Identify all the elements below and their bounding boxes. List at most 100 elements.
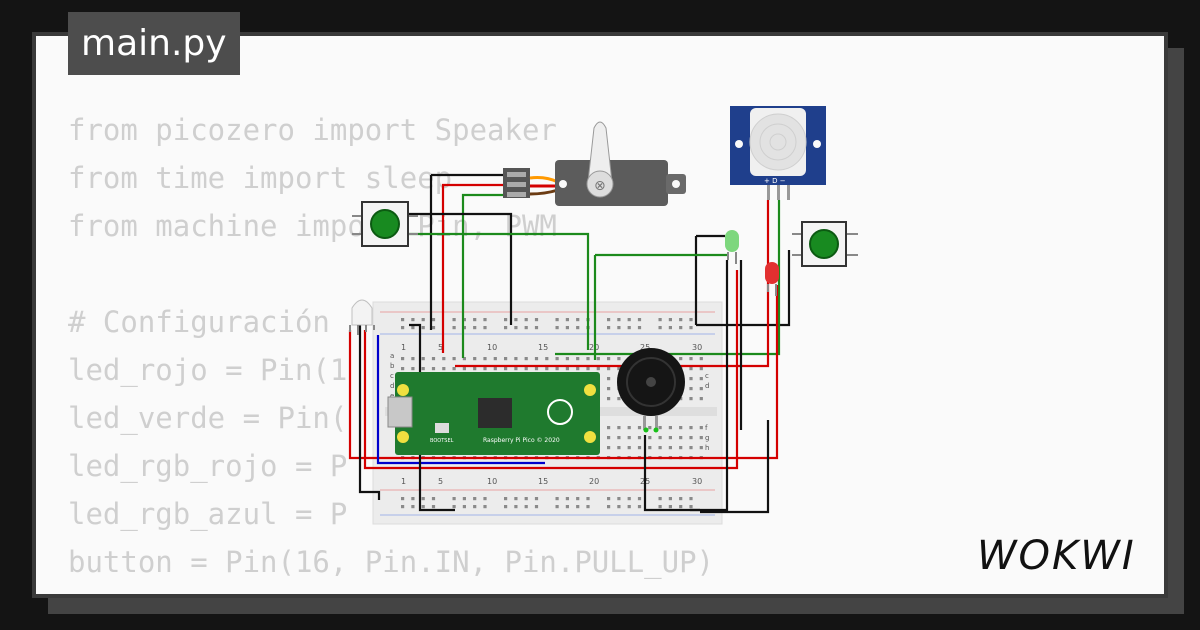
breadboard-number: 10 [487,477,497,486]
breadboard-hole [658,446,662,450]
breadboard-hole [668,446,672,450]
breadboard-hole [617,426,621,430]
breadboard-row-letter: f [705,424,708,432]
wire-blue [376,335,545,465]
breadboard-hole [483,497,487,501]
breadboard-hole [617,397,621,401]
wire-black [690,260,729,512]
breadboard-hole [452,367,456,371]
breadboard-hole [607,497,611,501]
breadboard-hole [658,318,662,322]
breadboard-hole [524,367,528,371]
pushbutton-right[interactable] [792,221,858,267]
breadboard-hole [648,436,652,440]
breadboard-row-letter: h [705,444,709,452]
code-line: from machine import Pin, PWM [68,209,557,243]
breadboard-hole [462,357,466,361]
breadboard-hole [483,318,487,322]
breadboard-hole [596,357,600,361]
breadboard-hole [607,397,611,401]
breadboard-number: 20 [589,477,599,486]
breadboard-hole [431,367,436,371]
wires [348,173,791,514]
breadboard-hole [411,497,415,501]
breadboard-hole [401,497,405,501]
wire-black [358,325,381,500]
breadboard-hole [555,326,559,330]
breadboard-number: 30 [692,343,702,352]
breadboard-number: 15 [538,477,548,486]
breadboard-hole [534,497,539,501]
breadboard-hole [452,326,456,330]
code-line: from time import sleep [68,161,453,195]
breadboard-hole [689,377,693,381]
breadboard-hole [431,318,436,322]
breadboard-hole [689,436,693,440]
breadboard-hole [689,505,693,509]
breadboard-hole [421,318,425,322]
breadboard-hole [637,318,642,322]
breadboard-number: 5 [438,477,443,486]
breadboard-hole [658,426,662,430]
servo-motor: ⊗ [503,121,686,206]
pir-pin-labels: + D − [764,177,786,185]
breadboard-hole [421,326,425,330]
breadboard-hole [473,497,477,501]
breadboard-hole [607,357,611,361]
breadboard-hole [627,497,631,501]
breadboard-hole [452,497,456,501]
breadboard-hole [473,318,477,322]
breadboard-hole [452,505,456,509]
breadboard-hole [431,357,436,361]
breadboard-number: 30 [692,477,702,486]
breadboard-hole [658,497,662,501]
breadboard-hole [504,367,508,371]
breadboard-hole [504,357,508,361]
wire-black [418,450,455,512]
breadboard-hole [514,367,518,371]
breadboard-hole [637,505,642,509]
breadboard-hole [668,505,672,509]
wokwi-logo: WOKWI [977,533,1134,579]
wire-green [555,200,781,356]
breadboard-hole [607,326,611,330]
breadboard-hole [421,357,425,361]
breadboard-hole [493,367,497,371]
breadboard-hole [504,318,508,322]
breadboard-hole [679,426,683,430]
breadboard-hole [565,326,569,330]
breadboard-hole [462,318,466,322]
breadboard-hole [637,326,642,330]
breadboard-hole [607,436,611,440]
code-line: button = Pin(16, Pin.IN, Pin.PULL_UP) [68,545,715,579]
breadboard-hole [648,426,652,430]
breadboard-hole [555,357,559,361]
breadboard-hole [576,357,580,361]
wire-green [461,193,505,358]
breadboard-hole [679,497,683,501]
breadboard-hole [607,367,611,371]
breadboard-hole [586,505,590,509]
breadboard-hole [617,367,621,371]
pushbutton-left[interactable] [352,201,418,247]
code-line: from picozero import Speaker [68,113,557,147]
wire-red [455,200,770,368]
breadboard-hole [565,505,569,509]
breadboard-hole [524,326,528,330]
led-green [725,230,739,264]
breadboard-row-letter: b [390,362,395,370]
breadboard-hole [545,367,549,371]
breadboard-hole [462,326,466,330]
breadboard-hole [473,367,477,371]
breadboard-row-letter: e [390,392,394,400]
breadboard-hole [565,497,569,501]
breadboard-row-letter: a [390,352,394,360]
breadboard-hole [658,505,662,509]
filename-tab[interactable]: main.py [68,12,240,75]
breadboard-hole [627,505,631,509]
breadboard-hole [668,318,672,322]
breadboard-hole [514,357,518,361]
code-line: led_rojo = Pin(1 [68,353,348,387]
breadboard-hole [483,505,487,509]
breadboard-hole [411,367,415,371]
